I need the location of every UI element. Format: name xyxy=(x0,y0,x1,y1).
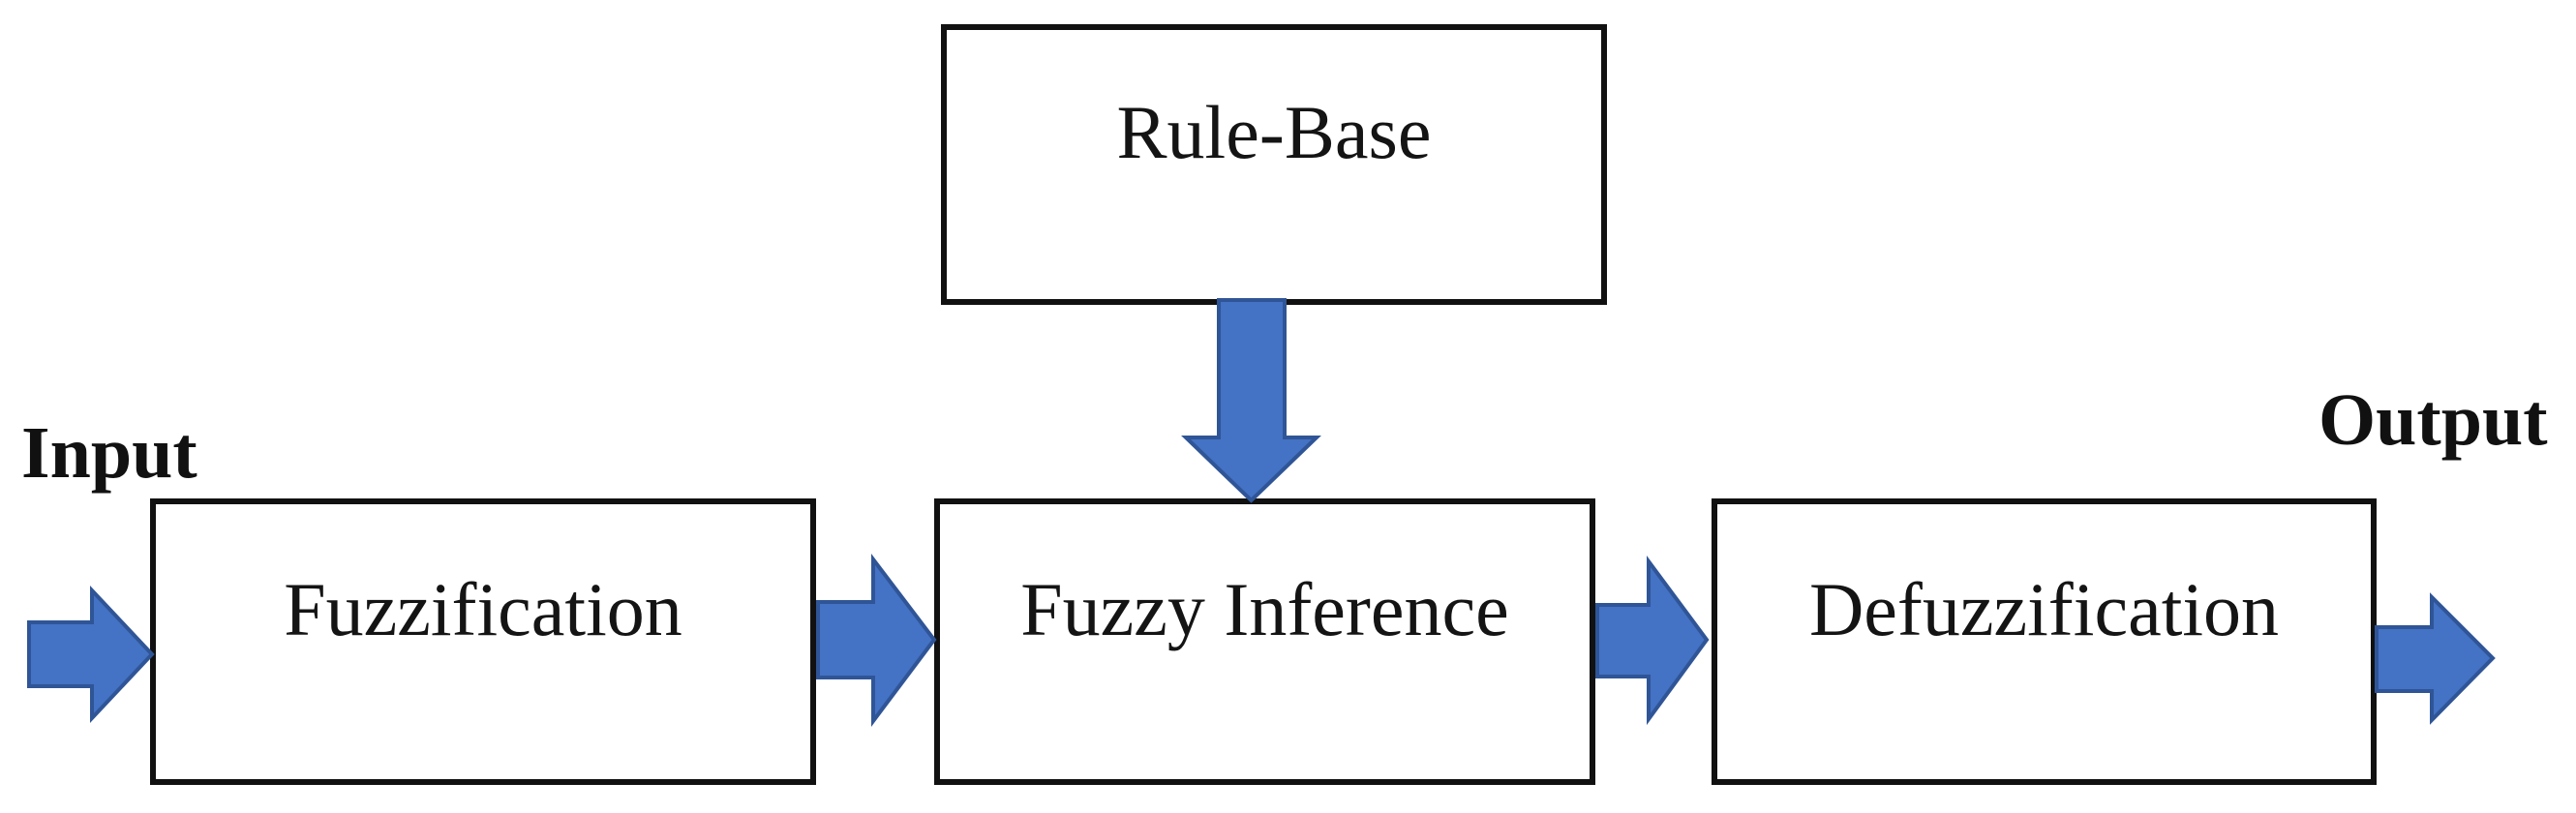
node-fuzzification-label: Fuzzification xyxy=(284,567,682,651)
node-rule-base: Rule-Base xyxy=(941,24,1607,305)
arrow-down-icon-rulebase-to-inference xyxy=(1181,298,1321,503)
arrow-right-shape xyxy=(2375,592,2496,725)
arrow-down-shape xyxy=(1181,298,1321,503)
node-defuzzification-label: Defuzzification xyxy=(1808,567,2280,651)
node-fuzzy-inference: Fuzzy Inference xyxy=(934,498,1595,785)
node-fuzzification: Fuzzification xyxy=(150,498,816,785)
arrow-right-shape xyxy=(27,585,155,724)
input-label: Input xyxy=(21,412,197,494)
arrow-right-icon-input xyxy=(27,585,155,724)
arrow-right-shape xyxy=(816,554,937,727)
arrow-right-icon-fuzzification-to-inference xyxy=(816,554,937,727)
node-rule-base-label: Rule-Base xyxy=(1116,90,1432,174)
node-defuzzification: Defuzzification xyxy=(1712,498,2377,785)
arrow-right-shape xyxy=(1595,555,1710,726)
node-fuzzy-inference-label: Fuzzy Inference xyxy=(1020,567,1509,651)
arrow-right-icon-inference-to-defuzzification xyxy=(1595,555,1710,726)
arrow-right-icon-output xyxy=(2375,592,2496,725)
output-label: Output xyxy=(2318,379,2548,461)
